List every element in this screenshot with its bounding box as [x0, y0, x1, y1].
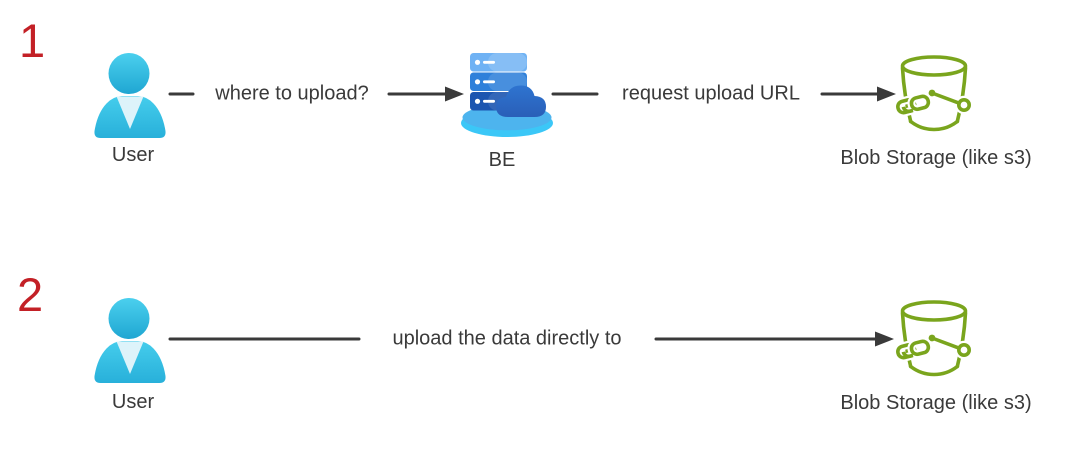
user-icon [94, 298, 166, 383]
node-label-user: User [111, 391, 155, 413]
arrow-user-to-blob-direct [168, 331, 894, 347]
backend-server-icon [461, 53, 553, 137]
edge-label-where-to-upload: where to upload? [215, 82, 369, 105]
node-label-blob-storage: Blob Storage (like s3) [840, 147, 1032, 169]
step-2-number: 2 [17, 268, 44, 321]
edge-label-upload-directly: upload the data directly to [392, 327, 622, 350]
node-label-blob-storage: Blob Storage (like s3) [840, 392, 1032, 414]
step-1-number: 1 [19, 14, 46, 67]
arrow-be-to-blob [551, 86, 896, 102]
node-label-user: User [111, 144, 155, 166]
edge-label-request-upload-url: request upload URL [622, 82, 800, 105]
user-icon [94, 53, 166, 138]
node-label-be: BE [488, 149, 516, 171]
blob-storage-bucket-icon [893, 55, 974, 132]
blob-storage-bucket-icon [893, 300, 974, 377]
arrow-user-to-be [168, 86, 464, 102]
